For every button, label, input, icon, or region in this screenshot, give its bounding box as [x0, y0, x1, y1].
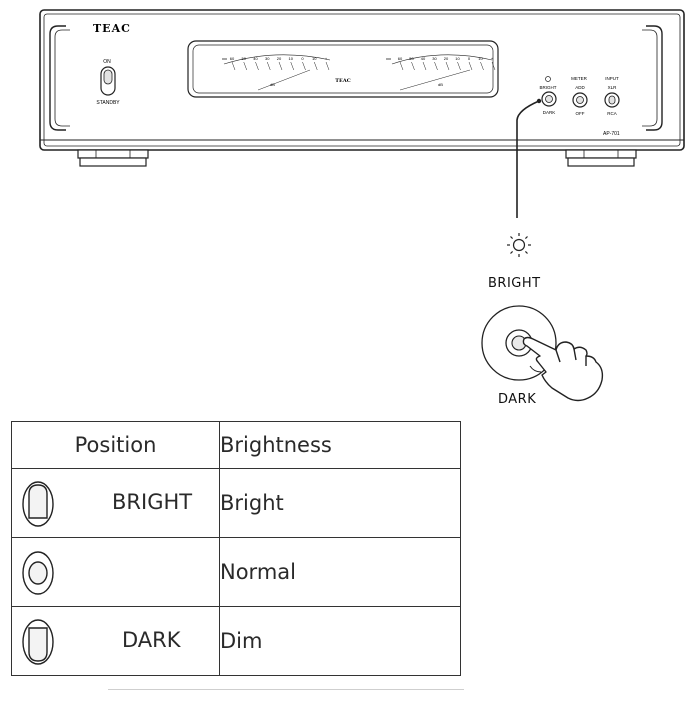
meter-scale-label: 40: [421, 56, 426, 61]
meter-scale-label: 10: [312, 56, 317, 61]
callout-leader-line: [516, 100, 540, 218]
table-header-row: Position Brightness: [11, 421, 461, 469]
meter-scale-tick: [290, 61, 294, 71]
left-vu-meter: 60 50 40 30 20 10 0 10 + dB: [222, 54, 331, 91]
meter-scale-label: 60: [398, 56, 403, 61]
input-bottom-label: RCA: [607, 111, 617, 116]
meter-scale-label: 30: [265, 56, 270, 61]
meter-scale-tick: [243, 61, 247, 71]
position-label: DARK: [122, 628, 181, 652]
meter-brand: TEAC: [335, 78, 350, 84]
meter-scale-tick: [411, 61, 415, 71]
meter-top-label: ADD: [575, 85, 585, 90]
table-row: DARK Dim: [11, 606, 461, 676]
position-table: Position Brightness BRIGHT Bright: [11, 421, 461, 676]
meter-scale-tick: [457, 61, 461, 71]
switch-center-icon: [22, 551, 54, 595]
meter-scale-tick: [302, 61, 306, 71]
position-cell: DARK: [11, 606, 220, 676]
right-vu-meter: 60 50 40 30 20 10 0 10 + dB: [386, 54, 496, 91]
meter-scale-label: 60: [230, 56, 235, 61]
meter-scale-label: 30: [432, 56, 437, 61]
meter-scale-label: 40: [253, 56, 258, 61]
left-handle: [49, 25, 66, 131]
meter-scale-label: 50: [242, 56, 247, 61]
brightness-header: Brightness: [219, 421, 461, 469]
position-cell: BRIGHT: [11, 468, 220, 538]
dimmer-top-label: BRIGHT: [539, 85, 556, 90]
meter-scale-tick: [325, 61, 330, 71]
dark-label: DARK: [498, 392, 537, 407]
meter-scale-label: 10: [478, 56, 483, 61]
table-row: BRIGHT Bright: [11, 468, 461, 538]
power-on-label: ON: [103, 59, 111, 65]
brand-logo: TEAC: [93, 22, 131, 35]
meter-scale-label: 20: [444, 56, 449, 61]
switch-down-icon: [22, 619, 54, 665]
meter-scale-tick: [278, 61, 283, 71]
meter-scale-label: 50: [409, 56, 414, 61]
meter-scale-label: 0: [301, 56, 304, 61]
right-handle: [646, 25, 663, 131]
meter-bottom-label: OFF: [576, 111, 585, 116]
meter-scale-tick: [231, 61, 236, 71]
position-label: BRIGHT: [112, 490, 193, 514]
meter-scale-label: +: [325, 56, 328, 61]
right-foot: [565, 149, 637, 167]
pointing-hand-icon: [522, 336, 604, 402]
meter-scale-tick: [314, 61, 318, 71]
meter-window: [187, 40, 499, 98]
device-illustration: TEAC ON STANDBY 60 50 40 30 20 10 0 10 + dB TEAC…: [39, 9, 685, 402]
switch-up-icon: [22, 481, 54, 527]
meter-scale-tick: [422, 61, 427, 71]
footer-rule: [108, 689, 464, 690]
meter-scale-tick: [255, 61, 259, 71]
meter-scale-label: 0: [468, 56, 471, 61]
svg-text:dB: dB: [270, 82, 275, 87]
bright-label: BRIGHT: [488, 276, 541, 291]
dimmer-bottom-label: DARK: [543, 110, 556, 115]
input-top-label: XLR: [608, 85, 618, 90]
meter-scale-tick: [267, 61, 271, 71]
brightness-cell: Normal: [219, 537, 461, 607]
meter-scale-label: 10: [455, 56, 460, 61]
input-knob-label: INPUT: [605, 76, 619, 81]
brightness-cell: Bright: [219, 468, 461, 538]
position-cell: [11, 537, 220, 607]
indicator-led: [545, 76, 551, 82]
position-header: Position: [11, 421, 220, 469]
meter-scale-tick: [399, 61, 404, 71]
svg-text:dB: dB: [438, 82, 443, 87]
table-row: Normal: [11, 537, 461, 607]
meter-scale-tick: [480, 61, 484, 71]
meter-scale-tick: [468, 61, 473, 71]
meter-scale-label: +: [491, 56, 494, 61]
meter-scale-tick: [445, 61, 450, 71]
meter-scale-label: 10: [289, 56, 294, 61]
power-standby-label: STANDBY: [96, 100, 120, 106]
meter-scale-tick: [491, 61, 496, 71]
brightness-cell: Dim: [219, 606, 461, 676]
meter-scale-label: 20: [277, 56, 282, 61]
sun-icon: [507, 233, 531, 257]
meter-knob-label: METER: [571, 76, 588, 81]
model-label: AP-701: [603, 131, 620, 137]
meter-scale-tick: [434, 61, 438, 71]
left-foot: [77, 149, 149, 167]
